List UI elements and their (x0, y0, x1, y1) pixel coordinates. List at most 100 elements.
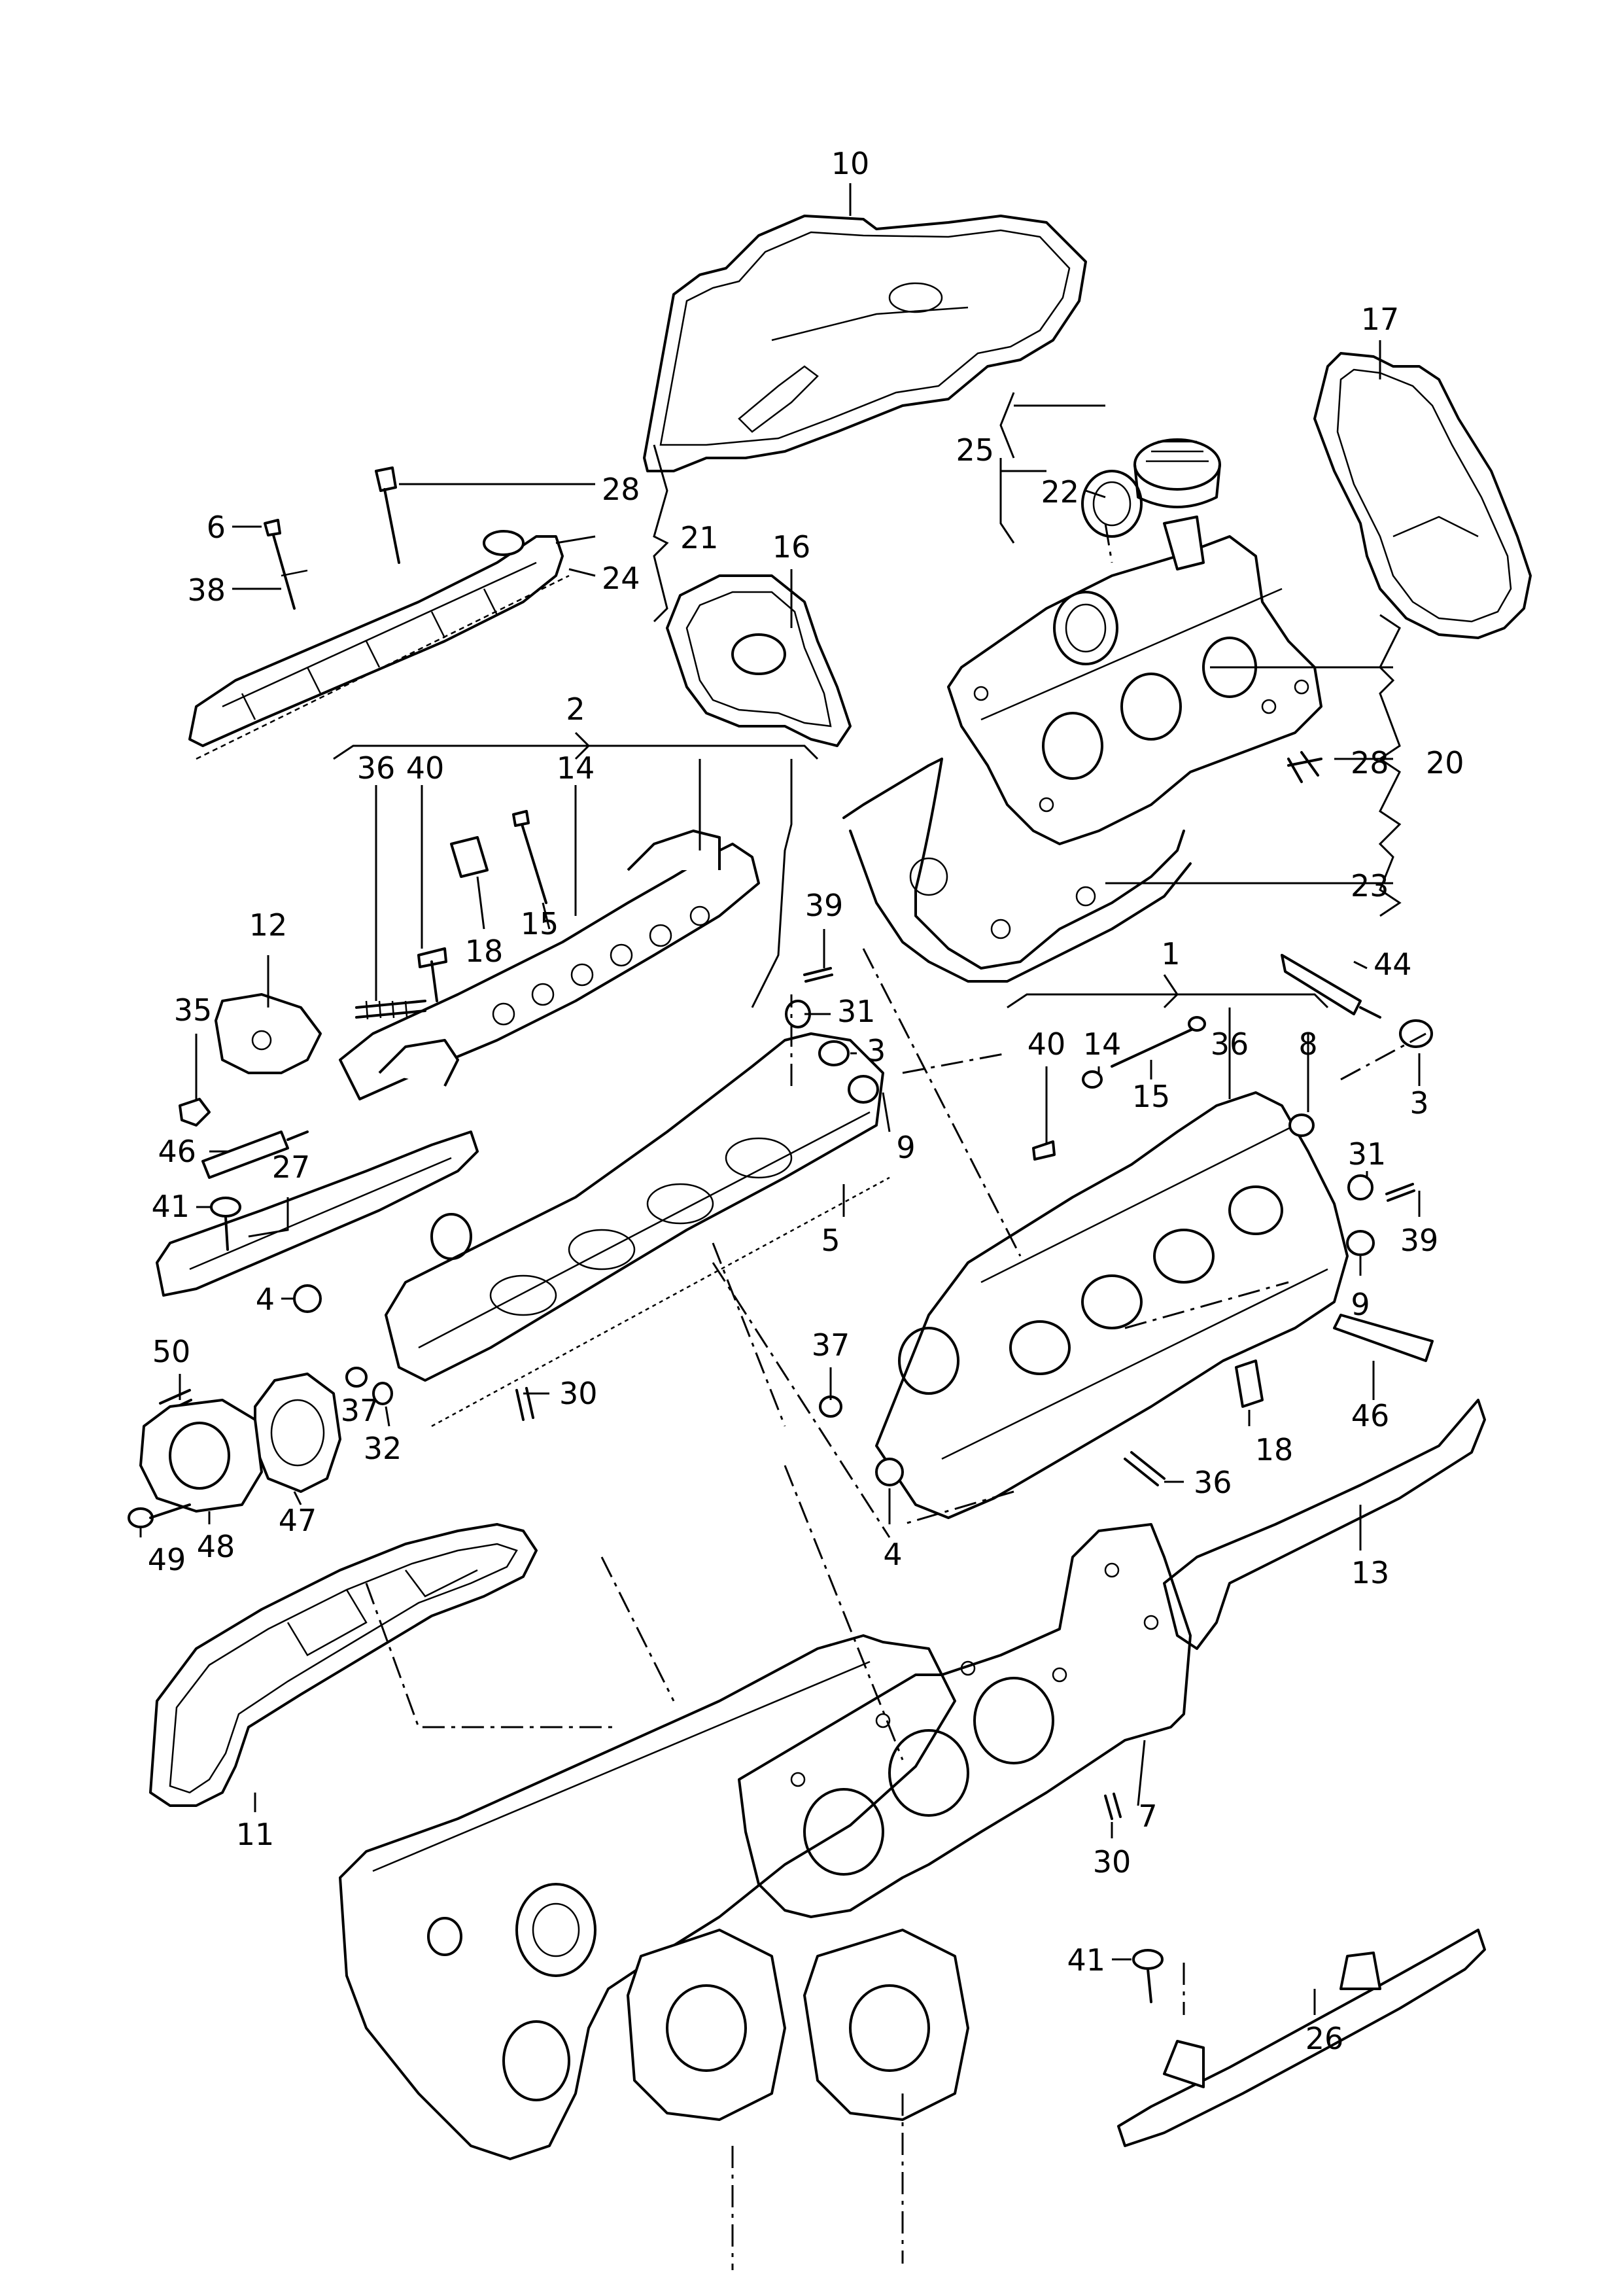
callout-26: 26 (1305, 2021, 1344, 2056)
callout-24: 24 (602, 561, 640, 596)
part-spacer-18-right (1235, 1359, 1264, 1408)
callout-47: 47 (279, 1503, 317, 1538)
part-pin-30-right (1104, 1793, 1122, 1820)
callout-41-left: 41 (151, 1189, 190, 1224)
callout-4-right: 4 (883, 1537, 902, 1572)
callout-9-right: 9 (1351, 1287, 1370, 1322)
part-valve-cover-21 (188, 530, 570, 760)
part-filler-cap-25 (1133, 438, 1221, 508)
callout-50: 50 (152, 1334, 191, 1369)
part-cylinder-head-5 (385, 1032, 890, 1428)
part-engine-block (339, 1634, 969, 2160)
assembly-lines (365, 523, 1426, 2270)
callout-5: 5 (821, 1223, 840, 1258)
part-camshaft-housing-2 (339, 830, 760, 1100)
callout-31-left: 31 (837, 994, 876, 1029)
callout-28-right: 28 (1351, 745, 1389, 780)
part-gasket-47 (254, 1373, 341, 1493)
callout-8: 8 (1298, 1026, 1317, 1062)
part-gasket-11 (149, 1523, 538, 1807)
callout-4-left: 4 (256, 1282, 275, 1317)
part-bolt-28-left (375, 466, 400, 564)
callout-31-right: 31 (1348, 1136, 1387, 1172)
callout-36-right: 36 (1211, 1026, 1249, 1062)
callout-49: 49 (148, 1542, 186, 1577)
part-seal-3-left (818, 1040, 850, 1066)
callout-7: 7 (1138, 1798, 1157, 1834)
callout-17: 17 (1361, 302, 1400, 337)
part-bolt-41-right (1132, 1949, 1164, 2003)
callout-11: 11 (236, 1817, 275, 1852)
callout-3-right: 3 (1409, 1085, 1428, 1121)
part-plug-8 (1288, 1113, 1315, 1137)
callout-44: 44 (1373, 947, 1412, 982)
callout-39-right: 39 (1400, 1223, 1439, 1258)
part-cylinder-head-1 (875, 1091, 1349, 1519)
callout-13: 13 (1351, 1555, 1390, 1590)
part-thermostat-48 (139, 1399, 263, 1513)
part-head-gasket-7 (738, 1523, 1192, 1918)
callout-10: 10 (831, 146, 870, 181)
part-plug-9-right (1346, 1230, 1375, 1256)
callout-37-left: 37 (341, 1393, 379, 1428)
part-tube-46-right (1333, 1314, 1434, 1362)
callout-2: 2 (566, 692, 585, 727)
part-bolt-40-right (1032, 1140, 1056, 1161)
part-bolt-28-right (1287, 751, 1322, 783)
callout-14-left: 14 (557, 750, 595, 786)
callout-1: 1 (1161, 936, 1180, 972)
callout-48: 48 (197, 1529, 235, 1564)
part-plug-4-left (293, 1284, 322, 1313)
callout-38: 38 (187, 572, 226, 608)
part-seal-3-right (1399, 1019, 1433, 1048)
callout-32: 32 (364, 1431, 402, 1466)
callout-36-bottom: 36 (1194, 1465, 1232, 1500)
part-spring-36-left (355, 1000, 426, 1020)
part-washer-14-right (1082, 1070, 1103, 1089)
part-baffle-10 (643, 215, 1087, 472)
callout-12: 12 (249, 907, 288, 943)
part-bracket-12 (215, 993, 322, 1074)
part-bolt-39-right (1385, 1183, 1415, 1202)
callout-30-top: 30 (559, 1376, 598, 1411)
leader-lines (139, 183, 1421, 2015)
callout-46-left: 46 (158, 1134, 196, 1169)
part-valve-cover-20 (947, 516, 1322, 845)
callout-22: 22 (1041, 474, 1079, 510)
part-tube-44 (1281, 954, 1381, 1019)
part-heat-shield-13 (1163, 1399, 1486, 1650)
callout-25: 25 (956, 432, 994, 468)
callout-18-left: 18 (465, 934, 504, 969)
callout-15-right: 15 (1132, 1079, 1171, 1114)
callout-28-top: 28 (602, 472, 640, 507)
part-plug-9-left (848, 1075, 879, 1104)
part-spring-36-right (1124, 1451, 1166, 1486)
part-bolt-15-right (1111, 1016, 1206, 1068)
part-spacer-18-left (450, 836, 489, 878)
part-gasket-17 (1313, 352, 1532, 639)
callout-23: 23 (1351, 868, 1389, 903)
callout-14-right: 14 (1083, 1026, 1122, 1062)
callout-18-right: 18 (1255, 1432, 1294, 1467)
part-nut-35 (179, 1098, 211, 1127)
callout-16: 16 (772, 529, 811, 565)
callout-6: 6 (207, 510, 226, 545)
part-seal-22 (1081, 470, 1143, 538)
callout-15-left: 15 (521, 906, 559, 941)
part-plug-37-left (345, 1367, 368, 1388)
part-heat-shield-27 (156, 1130, 479, 1297)
callout-35: 35 (174, 992, 213, 1028)
part-shield-26 (1117, 1929, 1486, 2147)
callout-3-left: 3 (867, 1033, 886, 1068)
part-bolt-39-left (803, 967, 833, 983)
callout-labels: 10 17 25 22 28 21 6 38 24 16 2 36 40 14 … (148, 146, 1464, 2056)
part-gasket-23 (842, 758, 1192, 983)
callout-9-left: 9 (896, 1130, 915, 1165)
callout-37-right: 37 (812, 1327, 850, 1363)
part-bolt-38 (264, 519, 308, 610)
part-tube-46-left (201, 1130, 309, 1179)
callout-20: 20 (1426, 745, 1464, 780)
callout-36-left: 36 (357, 750, 396, 786)
callout-40-right: 40 (1028, 1026, 1066, 1062)
part-seal-31-right (1347, 1174, 1373, 1200)
